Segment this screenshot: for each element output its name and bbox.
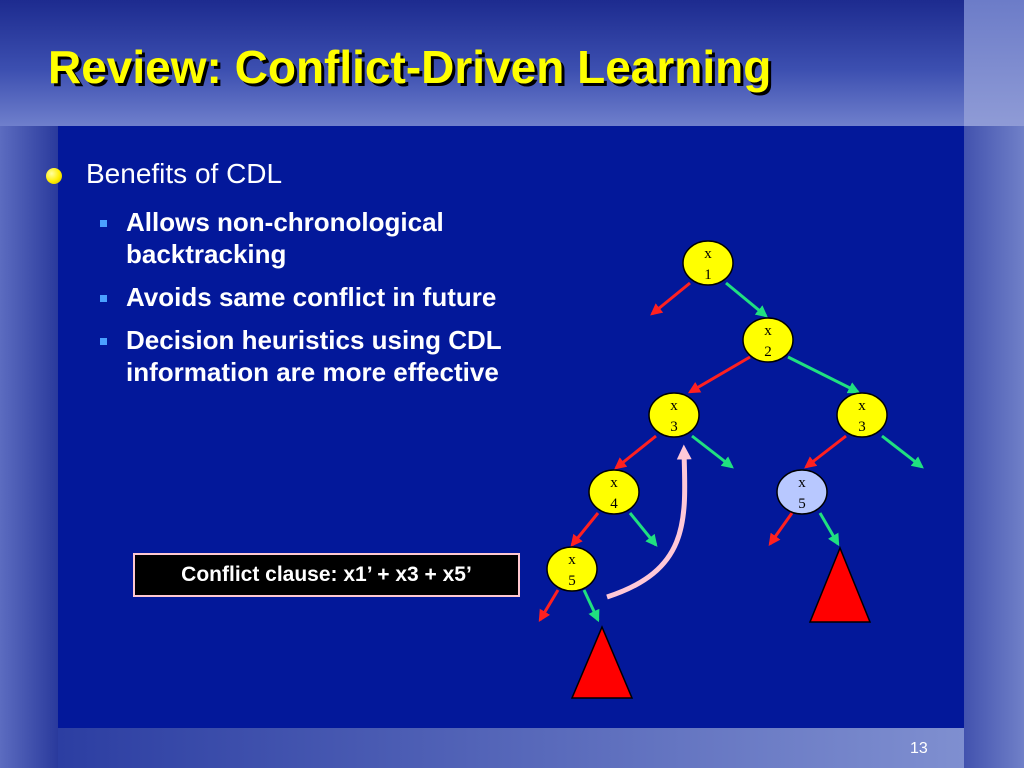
edge-x5a-left <box>538 589 560 623</box>
main-bullet-text: Benefits of CDL <box>86 158 283 189</box>
right-frame <box>964 126 1024 768</box>
square-bullet-icon <box>100 338 107 345</box>
node-index: 4 <box>610 496 618 512</box>
sub-bullet: Decision heuristics using CDL informatio… <box>100 324 530 388</box>
node-x2: x 2 <box>742 317 794 363</box>
title-band <box>0 0 964 126</box>
left-frame <box>0 126 58 768</box>
edge-x2-x3-left <box>687 355 751 394</box>
edge-x1-x2 <box>725 281 768 318</box>
content-panel <box>58 126 964 728</box>
node-x3-left: x 3 <box>648 392 700 438</box>
sub-bullet: Avoids same conflict in future <box>100 281 530 313</box>
node-index: 5 <box>798 496 806 512</box>
square-bullet-icon <box>100 295 107 302</box>
node-var: x <box>704 246 712 262</box>
edge-x5a-right <box>582 589 600 623</box>
sub-bullet: Allows non-chronological backtracking <box>100 206 530 270</box>
page-number: 13 <box>910 740 928 757</box>
bullet-dot-icon <box>46 168 62 184</box>
node-index: 3 <box>858 419 866 435</box>
edge-x1-left <box>650 281 691 316</box>
corner-decoration <box>964 0 1024 126</box>
node-x5-left: x 5 <box>546 546 598 592</box>
node-x4: x 4 <box>588 469 640 515</box>
node-var: x <box>610 475 618 491</box>
sub-bullet-text: Allows non-chronological backtracking <box>126 207 444 269</box>
node-x3-right: x 3 <box>836 392 888 438</box>
edge-x4-x5 <box>570 512 600 547</box>
node-x1: x 1 <box>682 240 734 286</box>
node-var: x <box>670 398 678 414</box>
edge-x3b-x5 <box>804 434 847 469</box>
node-index: 5 <box>568 573 576 589</box>
edge-x2-x3-right <box>787 355 861 394</box>
node-index: 2 <box>764 344 772 360</box>
edge-x5b-left <box>768 512 794 546</box>
sub-bullet-list: Allows non-chronological backtracking Av… <box>100 206 530 399</box>
edge-x4-right <box>628 512 658 547</box>
node-x5-right: x 5 <box>776 469 828 515</box>
node-var: x <box>568 552 576 568</box>
square-bullet-icon <box>100 220 107 227</box>
node-var: x <box>764 323 772 339</box>
conflict-clause-box: Conflict clause: x1’ + x3 + x5’ <box>133 553 520 597</box>
edge-x3b-right <box>881 434 924 469</box>
sub-bullet-text: Decision heuristics using CDL informatio… <box>126 325 502 387</box>
sub-bullet-text: Avoids same conflict in future <box>126 282 497 312</box>
edge-x5b-right <box>818 512 840 547</box>
footer-band <box>58 728 964 768</box>
edge-x3a-x4 <box>614 434 657 470</box>
node-index: 3 <box>670 419 678 435</box>
node-var: x <box>798 475 806 491</box>
main-bullet: Benefits of CDL <box>46 158 282 190</box>
backtrack-arrow <box>606 444 692 600</box>
edge-x3a-right <box>691 434 734 469</box>
conflict-triangle <box>808 546 872 623</box>
node-var: x <box>858 398 866 414</box>
conflict-triangle <box>570 625 634 699</box>
node-index: 1 <box>704 267 712 283</box>
slide-title: Review: Conflict-Driven Learning <box>48 41 772 93</box>
